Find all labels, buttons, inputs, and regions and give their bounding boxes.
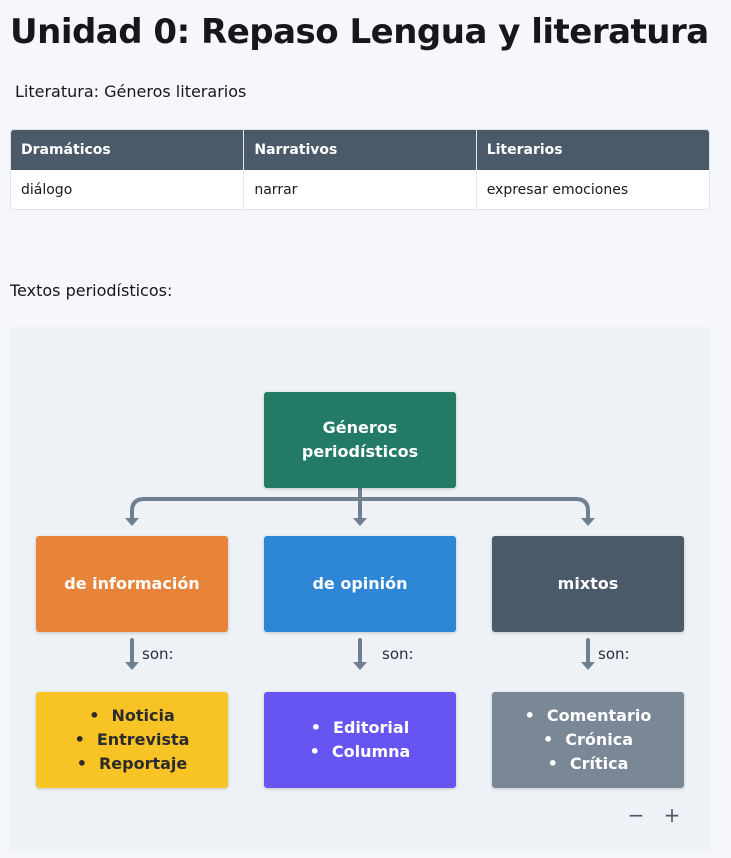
connector-label: son: [142, 645, 174, 663]
leaf-node-informacion[interactable]: Noticia Entrevista Reportaje [36, 692, 228, 788]
connector-arrowhead [125, 518, 139, 526]
category-node-opinion[interactable]: de opinión [264, 536, 456, 632]
category-label: de opinión [312, 574, 408, 593]
leaf-item: Crítica [525, 752, 652, 776]
table-header-cell: Dramáticos [11, 130, 244, 170]
table-cell: diálogo [11, 170, 244, 209]
table-cell: narrar [243, 170, 476, 209]
table-row: diálogo narrar expresar emociones [11, 170, 709, 209]
leaf-item: Crónica [525, 728, 652, 752]
root-node-label: periodísticos [301, 442, 419, 461]
leaf-item: Entrevista [75, 728, 190, 752]
leaf-list: Comentario Crónica Crítica [525, 704, 652, 776]
diagram-connectors [125, 486, 595, 670]
connector-arrowhead [581, 518, 595, 526]
section-label: Textos periodísticos: [10, 281, 173, 300]
connector-lines [125, 486, 595, 670]
category-node-mixtos[interactable]: mixtos [492, 536, 684, 632]
table-header-cell: Literarios [475, 130, 709, 170]
connector-arrowhead [353, 518, 367, 526]
root-node[interactable]: Géneros periodísticos [264, 392, 456, 488]
journalistic-genres-diagram[interactable]: Géneros periodísticos de información de … [10, 327, 710, 851]
zoom-out-button[interactable]: − [627, 803, 645, 827]
category-label: de información [64, 574, 200, 593]
leaf-item: Reportaje [75, 752, 190, 776]
leaf-item: Comentario [525, 704, 651, 728]
leaf-item: Columna [310, 740, 410, 764]
leaf-item: Editorial [310, 716, 411, 740]
connector-label: son: [598, 645, 630, 663]
page-subtitle: Literatura: Géneros literarios [15, 82, 247, 101]
leaf-node-mixtos[interactable]: Comentario Crónica Crítica [492, 692, 684, 788]
connector-arrowhead [125, 662, 139, 670]
page-title: Unidad 0: Repaso Lengua y literatura [10, 12, 709, 52]
root-node-label: Géneros [322, 418, 398, 437]
category-node-informacion[interactable]: de información [36, 536, 228, 632]
category-label: mixtos [557, 574, 619, 593]
leaf-list: Editorial Columna [310, 716, 411, 764]
connector-label: son: [382, 645, 414, 663]
leaf-list: Noticia Entrevista Reportaje [75, 704, 190, 776]
connector-arrowhead [353, 662, 367, 670]
table-header-cell: Narrativos [243, 130, 476, 170]
table-header-row: Dramáticos Narrativos Literarios [11, 130, 709, 170]
literary-genres-table: Dramáticos Narrativos Literarios diálogo… [10, 129, 710, 210]
zoom-in-button[interactable]: + [663, 803, 681, 827]
connector-arrowhead [581, 662, 595, 670]
leaf-node-opinion[interactable]: Editorial Columna [264, 692, 456, 788]
table-cell: expresar emociones [475, 170, 709, 209]
leaf-item: Noticia [75, 704, 190, 728]
